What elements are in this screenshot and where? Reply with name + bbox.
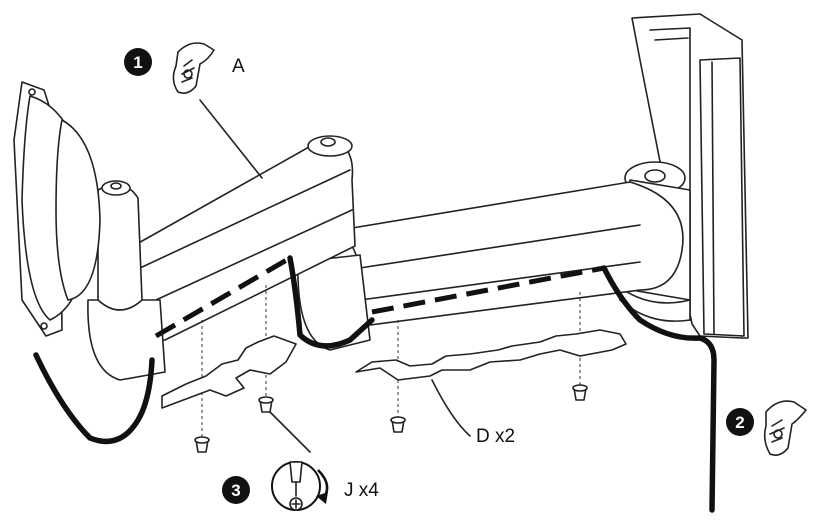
- callout-label-j: J x4: [344, 480, 379, 501]
- screw-j: [258, 396, 274, 413]
- cable-cover-right: [355, 329, 627, 381]
- step-number-2: 2: [735, 413, 744, 432]
- wall-rail: [631, 13, 749, 339]
- callout-2: 2: [726, 400, 807, 456]
- leader-d: [431, 379, 471, 437]
- step-badge-2: [726, 408, 754, 436]
- vesa-plate: [13, 81, 101, 337]
- leader-a: [199, 99, 263, 179]
- screw-j: [572, 384, 588, 401]
- step-badge-3: [222, 476, 250, 504]
- callout-3: 3 J x4: [222, 461, 379, 511]
- cable: [33, 255, 717, 513]
- step-number-3: 3: [231, 481, 240, 500]
- screw-j: [194, 436, 210, 453]
- front-arm: [87, 135, 356, 381]
- tilt-head: [97, 180, 143, 311]
- hand-cable-tie-icon: [763, 400, 807, 456]
- rear-arm: [297, 181, 684, 351]
- part-label-d: D x2: [476, 426, 515, 447]
- leader-j: [269, 411, 311, 453]
- cable-cover-left: [161, 335, 297, 409]
- step-number-1: 1: [133, 53, 142, 72]
- callout-label-a: A: [232, 56, 245, 77]
- callout-1: 1 A: [124, 42, 245, 94]
- hand-cable-tie-icon: [172, 42, 215, 94]
- screwdriver-rotate-icon: [271, 461, 329, 511]
- step-badge-1: [124, 48, 152, 76]
- screw-j: [390, 416, 406, 433]
